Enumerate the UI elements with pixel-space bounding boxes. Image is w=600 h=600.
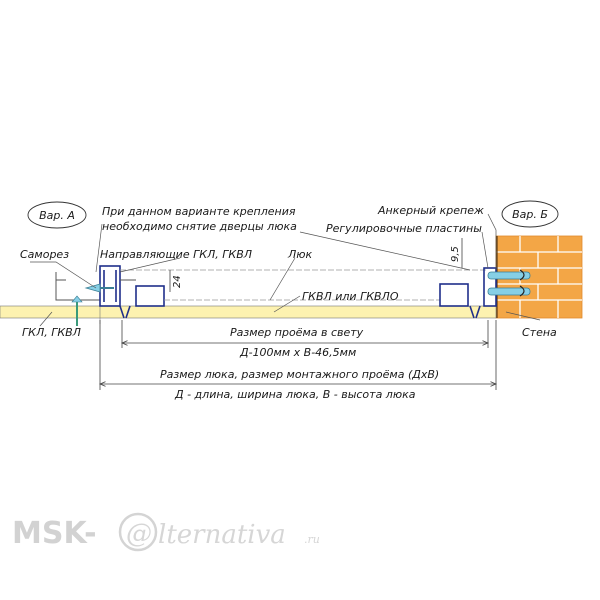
- var-b-tag: Вар. Б: [501, 200, 559, 228]
- note-line-2: необходимо снятие дверцы люка: [102, 220, 297, 233]
- screw-label: Саморез: [20, 248, 69, 261]
- watermark-logo: MSK- @ lternativa .ru: [12, 512, 320, 552]
- legend-label: Д - длина, ширина люка, В - высота люка: [174, 388, 416, 401]
- anchor-icon: [487, 269, 531, 297]
- var-b-label: Вар. Б: [512, 208, 548, 221]
- leader-lines: [30, 213, 541, 327]
- drywall-board: [0, 300, 497, 324]
- bottom-screw-icon: [71, 295, 83, 326]
- gkvl-label: ГКВЛ или ГКВЛО: [302, 290, 399, 303]
- clear-opening-label: Размер проёма в свету: [230, 326, 364, 339]
- variant-a-assembly: [55, 265, 165, 319]
- clear-formula-label: Д-100мм х В-46,5мм: [239, 346, 356, 359]
- anchor-label: Анкерный крепеж: [377, 204, 484, 217]
- screw-icon: [84, 283, 114, 293]
- guides-label: Направляющие ГКЛ, ГКВЛ: [100, 248, 252, 261]
- plates-label: Регулировочные пластины: [326, 222, 482, 235]
- hatch-size-label: Размер люка, размер монтажного проёма (Д…: [160, 368, 439, 381]
- var-a-label: Вар. А: [39, 209, 75, 222]
- watermark-left: MSK-: [12, 516, 97, 551]
- dim-24: 24: [172, 275, 183, 288]
- dimension-lines: [100, 238, 496, 390]
- dim-9-5: 9,5: [450, 246, 461, 262]
- watermark-right: lternativa: [158, 520, 286, 550]
- wall-label: Стена: [522, 326, 557, 339]
- gkl-label: ГКЛ, ГКВЛ: [22, 326, 81, 339]
- hatch-panel: [120, 269, 486, 301]
- note-line-1: При данном варианте крепления: [102, 205, 296, 218]
- hatch-label: Люк: [287, 248, 313, 261]
- var-a-tag: Вар. А: [27, 201, 87, 229]
- watermark-tld: .ru: [304, 533, 320, 546]
- variant-b-assembly: [439, 267, 497, 319]
- watermark-at: @: [126, 519, 152, 549]
